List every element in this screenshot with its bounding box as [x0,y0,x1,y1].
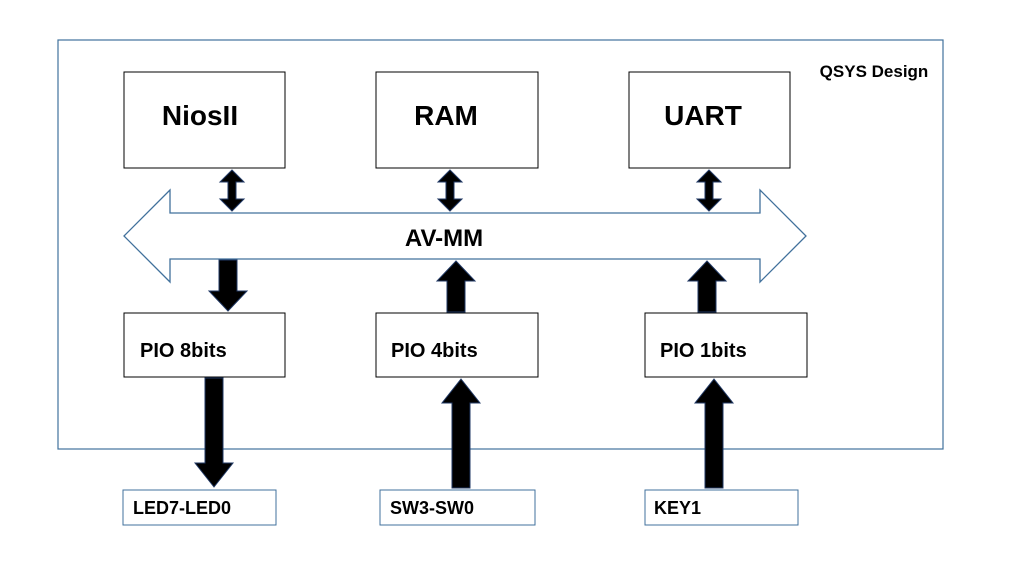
block-niosii-label: NiosII [162,100,238,131]
arrow-niosii-bus [218,169,246,212]
block-ram: RAM [375,71,539,169]
block-pio-1bits-label: PIO 1bits [660,340,747,362]
port-sw: SW3-SW0 [379,489,536,526]
avmm-bus-arrow [123,188,807,284]
port-led: LED7-LED0 [122,489,277,526]
block-pio-8bits: PIO 8bits [123,312,286,378]
container-label: QSYS Design [820,62,929,81]
block-ram-label: RAM [414,100,478,131]
block-pio-8bits-label: PIO 8bits [140,340,227,362]
bus-label: AV-MM [405,225,483,252]
qsys-container [57,39,944,450]
block-uart-label: UART [664,100,742,131]
arrow-uart-bus [695,169,723,212]
arrow-pio8-to-led [193,377,235,488]
arrow-sw-to-pio4 [440,378,482,489]
port-led-label: LED7-LED0 [133,498,231,518]
block-uart: UART [628,71,791,169]
arrow-key-to-pio1 [693,378,735,489]
arrow-ram-bus [436,169,464,212]
port-key-label: KEY1 [654,498,701,518]
block-niosii: NiosII [123,71,286,169]
block-pio-1bits: PIO 1bits [644,312,808,378]
arrow-bus-to-pio8 [207,259,249,312]
arrow-pio1-to-bus [686,260,728,313]
block-pio-4bits-label: PIO 4bits [391,340,478,362]
arrow-pio4-to-bus [435,260,477,313]
port-key: KEY1 [644,489,799,526]
block-pio-4bits: PIO 4bits [375,312,539,378]
port-sw-label: SW3-SW0 [390,498,474,518]
